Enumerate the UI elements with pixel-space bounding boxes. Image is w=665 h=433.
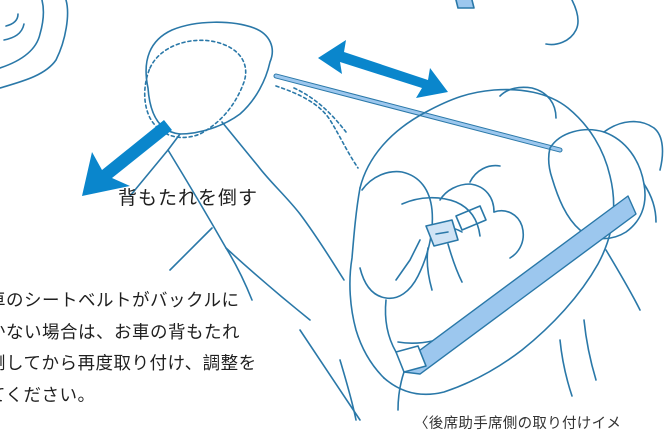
vehicle-corner-fragment	[0, 0, 69, 89]
vehicle-seat-lines-right	[559, 249, 641, 397]
installation-note: 車のシートベルトがバックルに かない場合は、お車の背もたれ 倒してから再度取り付…	[0, 286, 257, 412]
recline-arrow-icon	[82, 120, 172, 196]
recline-instruction-label: 背もたれを倒す	[118, 187, 259, 209]
double-headed-arrow-icon	[318, 40, 448, 98]
vehicle-seat-backrest	[129, 21, 361, 421]
note-line: てください。	[0, 385, 96, 406]
top-right-fragment	[455, 0, 579, 46]
note-line: 倒してから再度取り付け、調整を	[0, 354, 257, 374]
tether-strap	[273, 73, 563, 153]
note-line: 車のシートベルトがバックルに	[0, 291, 240, 311]
vehicle-seatbelt	[395, 195, 637, 411]
reclined-headrest-dashed-outline	[143, 39, 359, 169]
note-line: かない場合は、お車の背もたれ	[0, 322, 240, 343]
child-car-seat	[349, 86, 664, 396]
illustration-caption: 〈後席助手席側の取り付けイメ	[414, 416, 622, 432]
